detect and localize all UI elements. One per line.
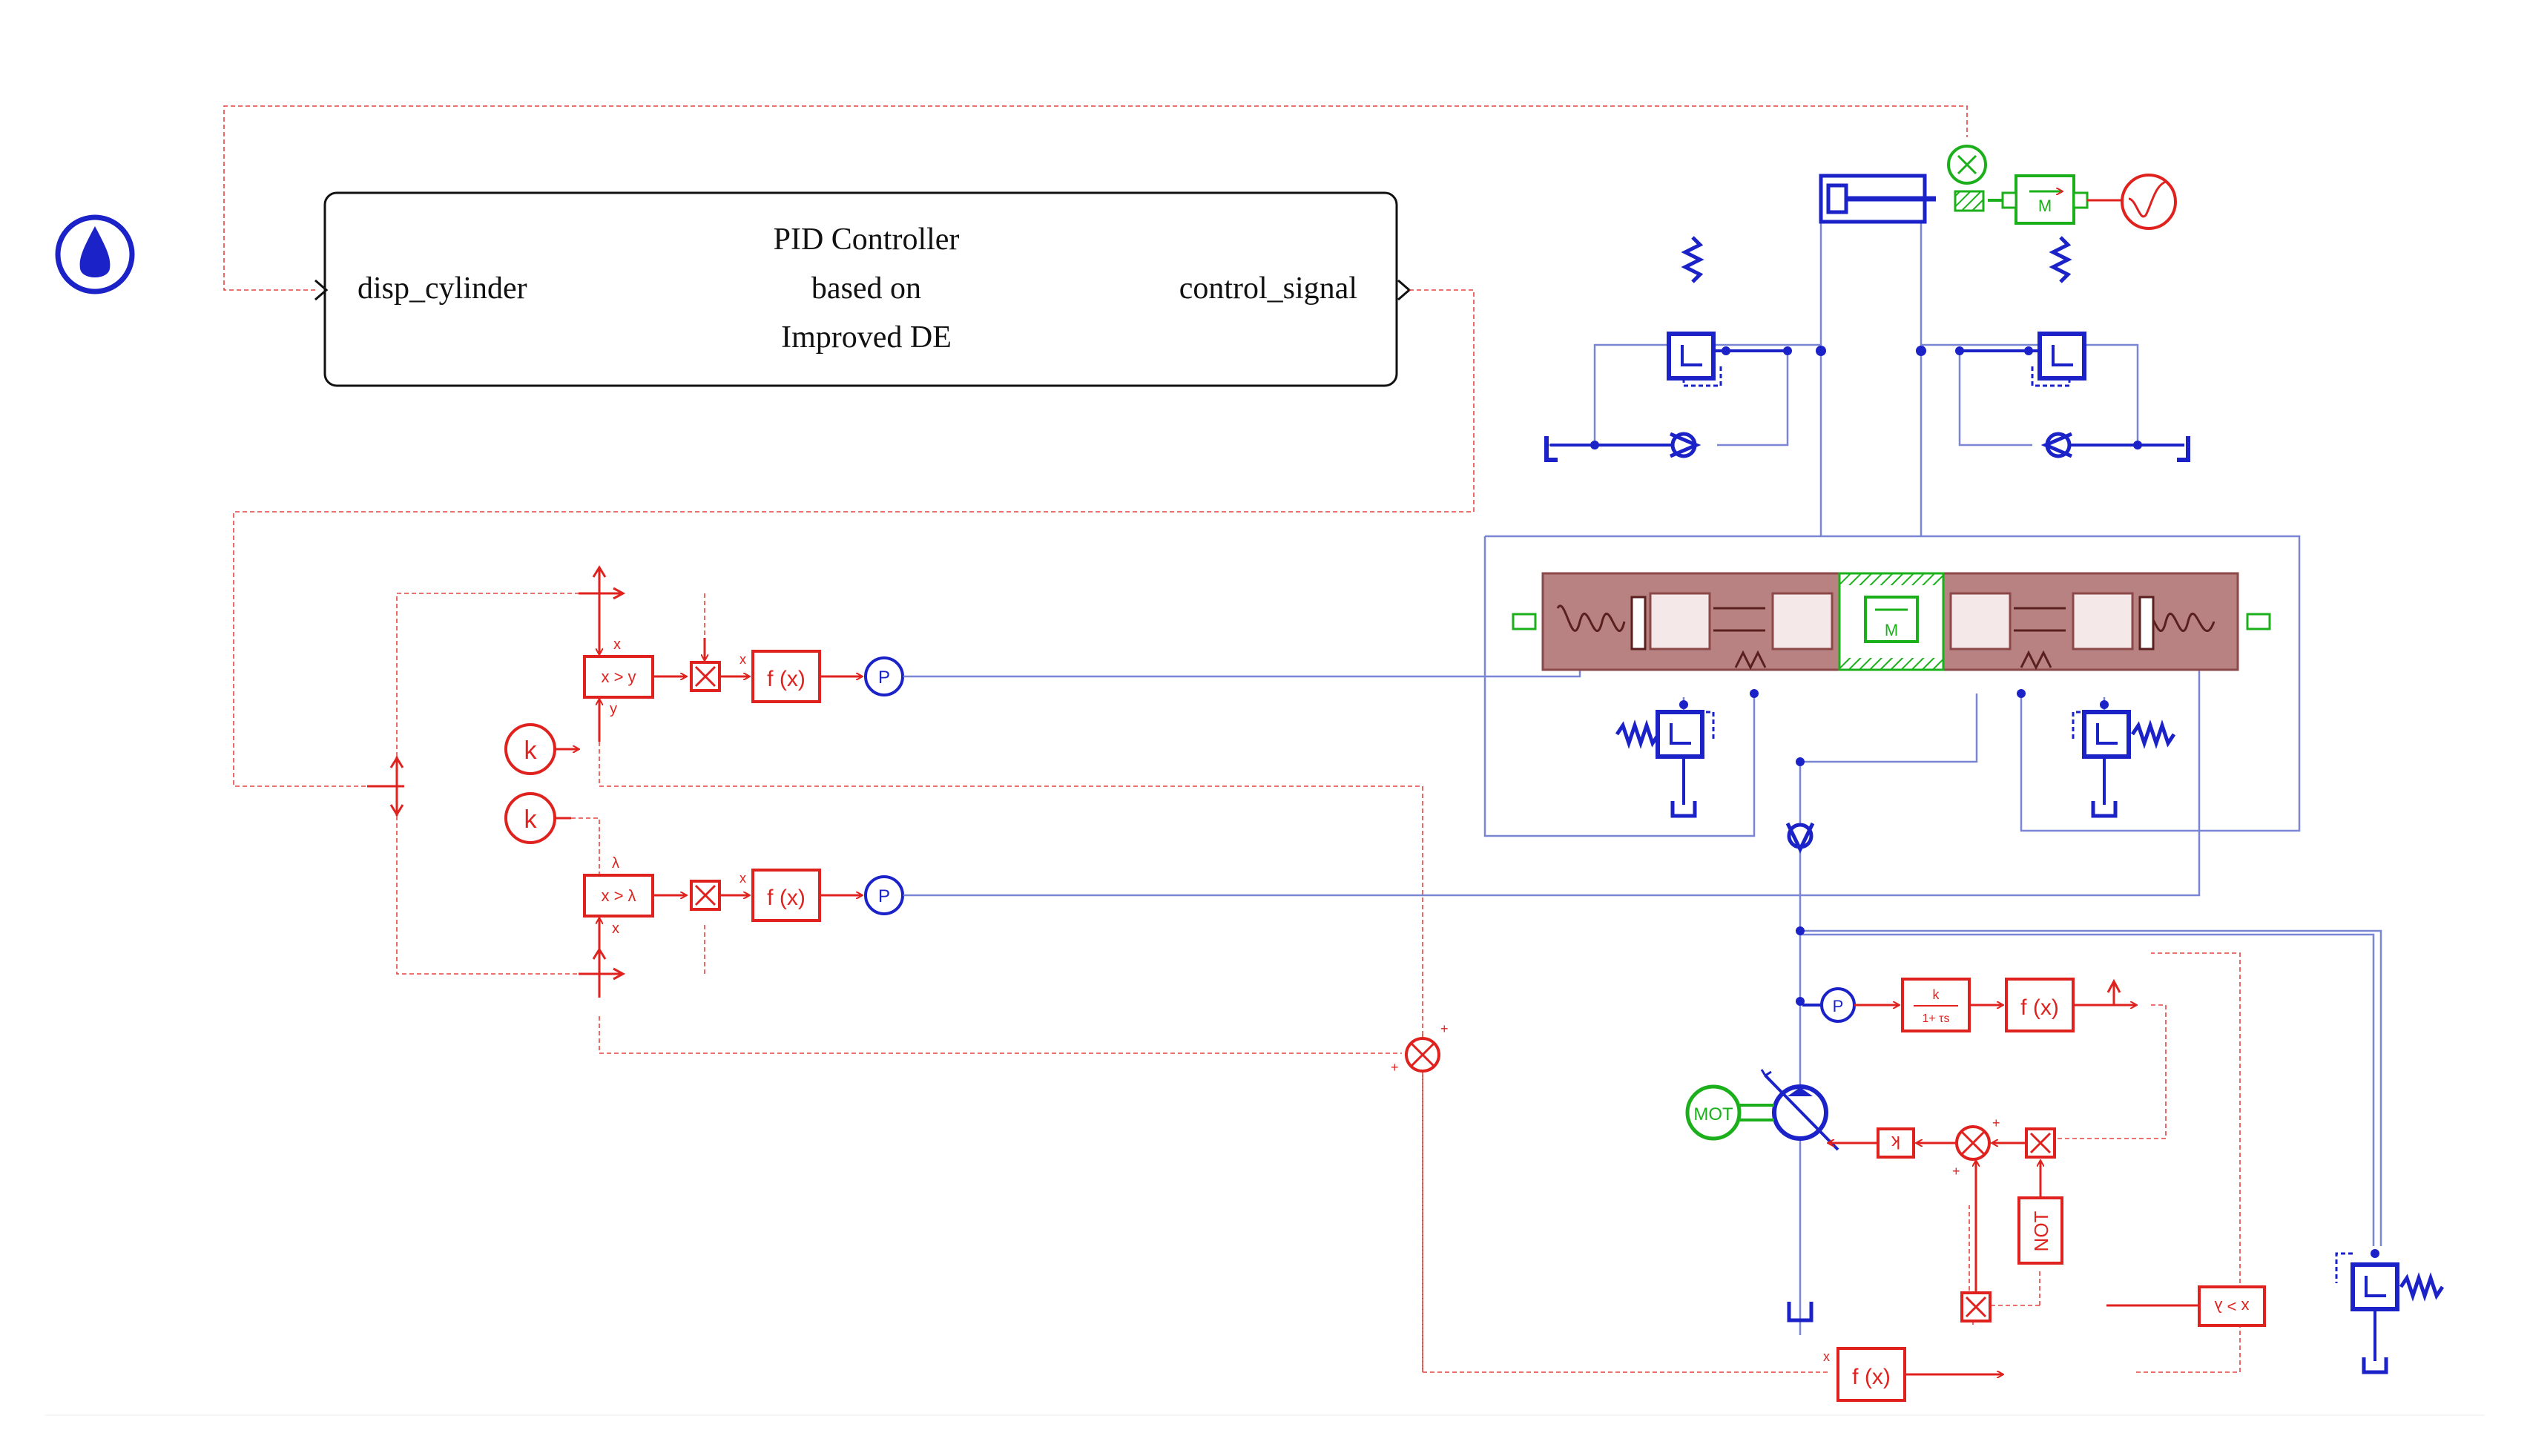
func-bottom-label: f (x) xyxy=(767,886,806,910)
port-x-2: x xyxy=(612,920,619,937)
cylinder-icon[interactable] xyxy=(1819,174,1985,224)
pump-icon[interactable] xyxy=(1760,1069,1839,1151)
relief-valve-mid-left[interactable] xyxy=(1615,700,1715,818)
func-pump-label: f (x) xyxy=(2020,995,2059,1020)
not-gate-block[interactable]: NOT xyxy=(2017,1161,2063,1265)
tank-icon-mid-right xyxy=(2091,801,2118,818)
transfer-function-block[interactable]: k 1+ τs xyxy=(1901,978,2003,1032)
multiplier-bottom[interactable] xyxy=(690,880,749,911)
tank-icon-bottom-right xyxy=(2362,1357,2388,1374)
sum-plus-1: + xyxy=(1440,1021,1449,1036)
multiplier-lower[interactable] xyxy=(1960,1161,1992,1322)
port-x-f1: x xyxy=(739,652,746,667)
port-x-lower: x xyxy=(1823,1349,1830,1364)
pid-controller-block[interactable]: PID Controller based on Improved DE disp… xyxy=(314,191,1411,387)
sum-r-plus2: + xyxy=(1952,1164,1960,1179)
comparator-xy-label: x > y xyxy=(601,668,636,686)
pressure-label-top: P xyxy=(878,668,890,688)
constant-k-2[interactable]: k xyxy=(504,792,600,875)
signal-wires xyxy=(223,105,2241,1373)
tank-icon-pump[interactable] xyxy=(1787,1302,1814,1322)
func-lower-label: f (x) xyxy=(1852,1365,1891,1389)
relief-valve-top-right[interactable] xyxy=(1960,236,2086,387)
proportional-valve-body[interactable]: M xyxy=(1512,572,2271,671)
function-block-bottom[interactable]: f (x) x xyxy=(739,869,862,922)
port-y: y xyxy=(610,701,617,717)
pressure-source-bottom[interactable]: P xyxy=(864,875,904,915)
pid-output-port-label: control_signal xyxy=(1179,271,1357,306)
sum-plus-2: + xyxy=(1391,1060,1399,1075)
port-x-f2: x xyxy=(739,871,746,886)
gain-block-k[interactable]: k xyxy=(1828,1127,1915,1159)
signal-generator-icon[interactable] xyxy=(2087,174,2177,230)
tf-denominator: 1+ τs xyxy=(1922,1012,1949,1025)
tank-icon-top-left xyxy=(1544,436,1558,462)
pressure-pump-label: P xyxy=(1833,997,1844,1015)
check-valve-top-left[interactable] xyxy=(1544,432,1702,462)
signal-node-left xyxy=(367,756,404,817)
hydraulic-fluid-icon[interactable] xyxy=(55,214,135,294)
tank-icon-mid-left xyxy=(1670,801,1697,818)
check-valve-center[interactable] xyxy=(1785,822,1815,854)
function-block-pump[interactable]: f (x) xyxy=(2005,978,2136,1032)
tank-icon-top-right xyxy=(2177,436,2190,462)
comparator-x-gt-y[interactable]: x > y x y xyxy=(583,616,686,742)
multiplier-top[interactable] xyxy=(690,638,749,692)
sum-r-plus1: + xyxy=(1992,1116,2000,1130)
pid-title-line2: based on xyxy=(811,271,921,306)
pressure-source-top[interactable]: P xyxy=(864,656,904,696)
func-top-label: f (x) xyxy=(767,667,806,691)
comparator-lower-right[interactable]: x > λ xyxy=(2106,1285,2266,1327)
function-block-lower[interactable]: f (x) x xyxy=(1823,1347,2003,1402)
port-lambda: λ xyxy=(612,855,619,872)
hydraulic-lines xyxy=(903,215,2382,1335)
pid-input-port-label: disp_cylinder xyxy=(358,271,527,306)
mass-block-top[interactable]: M xyxy=(1988,174,2089,225)
position-sensor-icon[interactable] xyxy=(1947,145,1987,185)
motor-label: MOT xyxy=(1693,1104,1733,1124)
comparator-x-gt-lambda[interactable]: x > λ λ x xyxy=(583,855,686,949)
comparator-bottom-label: x > λ xyxy=(2214,1297,2249,1316)
pressure-sensor-pump[interactable]: P xyxy=(1802,987,1899,1023)
summing-junction-right[interactable]: + + xyxy=(1917,1116,2000,1179)
check-valve-top-right[interactable] xyxy=(2040,432,2190,462)
gain-k-label: k xyxy=(1891,1132,1900,1152)
summing-junction-center[interactable]: + + xyxy=(1391,1021,1449,1075)
relief-valve-top-left[interactable] xyxy=(1667,236,1788,387)
relief-valve-mid-right[interactable] xyxy=(2072,700,2176,818)
constant-k2-label: k xyxy=(524,806,538,834)
comparator-xl-label: x > λ xyxy=(601,886,636,905)
function-block-top[interactable]: f (x) x xyxy=(739,650,862,703)
pid-title-line3: Improved DE xyxy=(781,320,952,355)
multiplier-right[interactable] xyxy=(1992,1127,2056,1159)
junction-dots-top xyxy=(1783,346,1964,356)
port-x: x xyxy=(613,636,621,653)
constant-k-1[interactable]: k xyxy=(504,723,579,775)
relief-valve-bottom-right[interactable] xyxy=(2335,1249,2445,1374)
tf-numerator: k xyxy=(1933,987,1940,1002)
junction-dots-valve xyxy=(1750,689,2026,1006)
signal-node-top xyxy=(579,565,626,616)
pressure-label-bottom: P xyxy=(878,886,890,906)
motor-icon[interactable]: MOT xyxy=(1685,1084,1774,1141)
constant-k1-label: k xyxy=(524,737,538,765)
pid-title-line1: PID Controller xyxy=(774,223,960,257)
mass-top-label: M xyxy=(2038,197,2052,215)
signal-node-bottom xyxy=(579,947,626,998)
mass-valve-label: M xyxy=(1885,621,1898,639)
not-label: NOT xyxy=(2030,1210,2052,1251)
